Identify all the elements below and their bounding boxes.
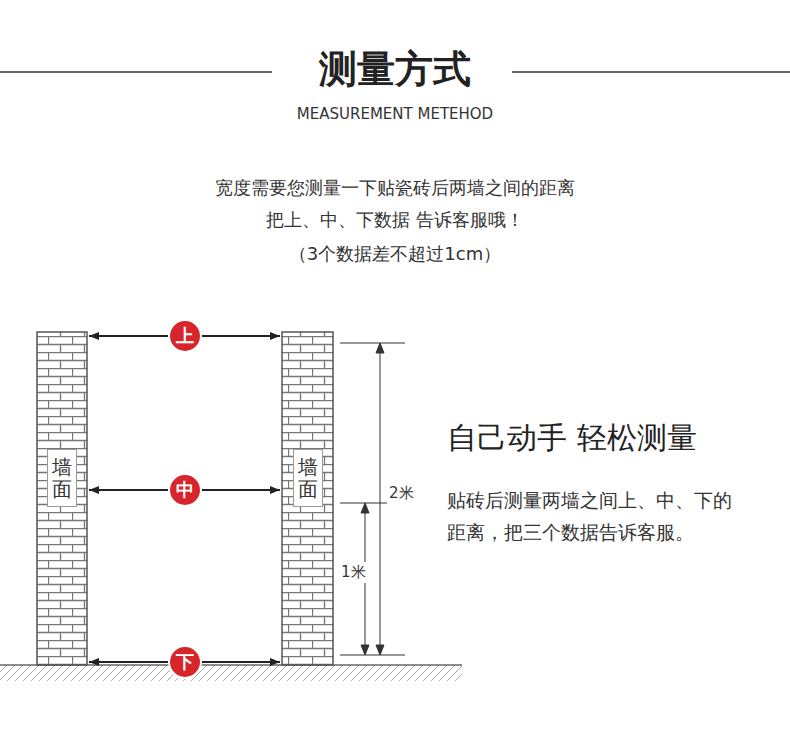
title: 测量方式	[0, 44, 790, 95]
subtitle: MEASUREMENT METEHOD	[0, 105, 790, 123]
instruction-text: 把上、中、下数据 告诉客服哦！	[0, 208, 790, 232]
wall: 墙面	[282, 332, 333, 665]
description: 贴砖后测量两墙之间上、中、下的距离，把三个数据告诉客服。	[447, 484, 747, 548]
brick-wall	[282, 332, 333, 665]
wall-label: 墙面	[47, 449, 77, 507]
position-marker: 上	[168, 319, 202, 353]
dimension-label: 1米	[339, 562, 368, 583]
title-rule	[512, 71, 790, 73]
wall: 墙面	[37, 332, 87, 665]
title-rule	[0, 71, 272, 73]
brick-wall	[37, 332, 87, 665]
wall-label: 墙面	[293, 449, 323, 507]
instruction-note: （3个数据差不超过1cm）	[0, 242, 790, 266]
dimension-label: 2米	[387, 483, 416, 504]
position-marker: 下	[168, 645, 202, 679]
ground-hatch	[0, 665, 462, 681]
slogan: 自己动手 轻松测量	[447, 418, 697, 459]
instruction-text: 宽度需要您测量一下贴瓷砖后两墙之间的距离	[0, 176, 790, 200]
position-marker: 中	[168, 473, 202, 507]
